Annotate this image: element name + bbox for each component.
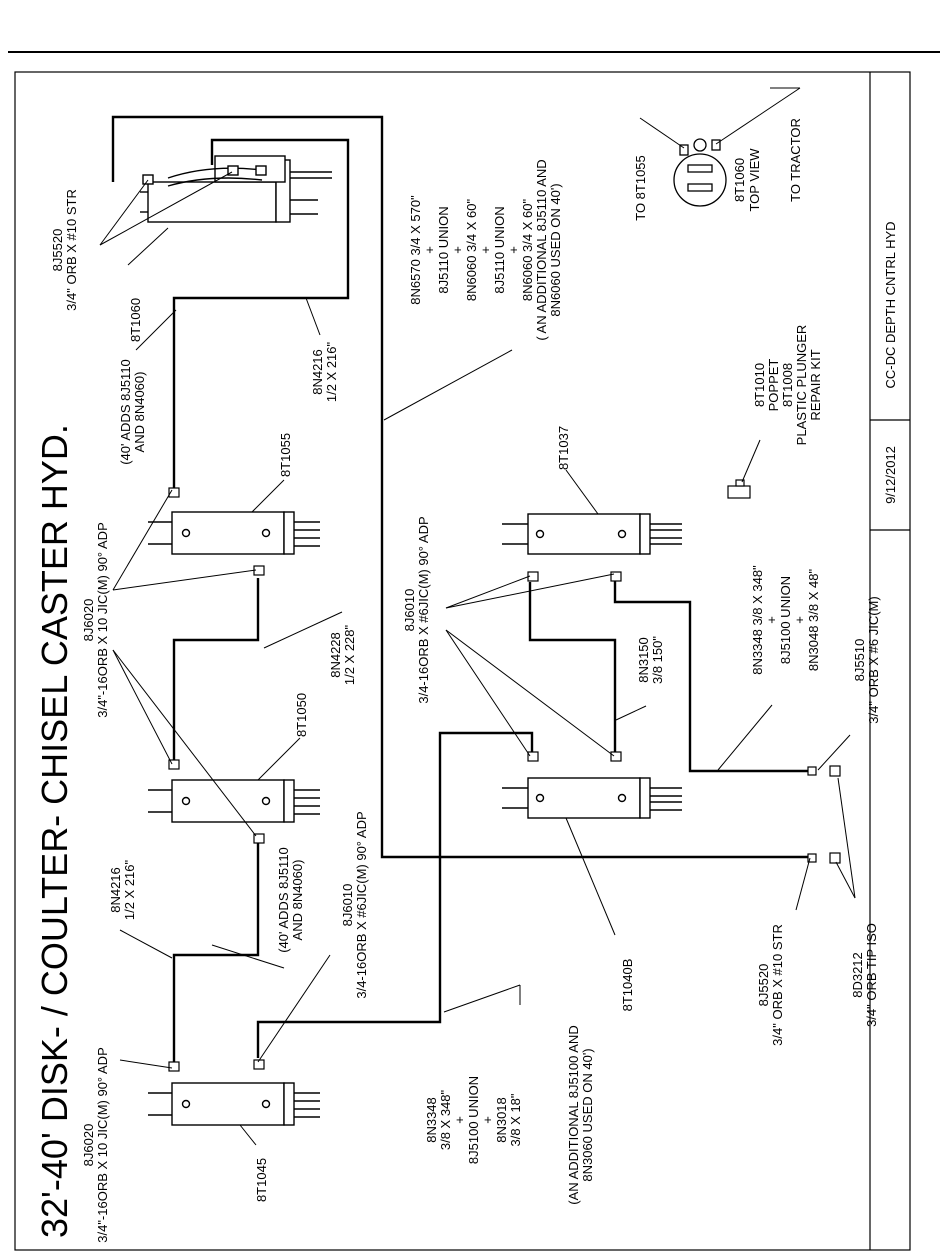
cylinder-8T1037: [502, 513, 682, 555]
label-8J6020-bottom: 8J60203/4"-16ORB X 10 JIC(M) 90° ADP: [81, 1047, 110, 1243]
label-8N4228: 8N42281/2 X 228": [328, 624, 357, 685]
label-8T1055: 8T1055: [278, 433, 293, 477]
hose-8N4216-bottom: [172, 838, 260, 1062]
tip-connector: [807, 853, 817, 863]
label-8N4216-top: 8N42161/2 X 216": [310, 341, 339, 402]
tip-connector: [829, 765, 841, 777]
poppet-part: [735, 479, 745, 487]
hose-8N3348-right: [613, 580, 810, 773]
fitting-elbow: [168, 1061, 180, 1072]
fitting-elbow: [610, 571, 622, 582]
label-8T1045: 8T1045: [254, 1158, 269, 1202]
label-8T1050: 8T1050: [294, 693, 309, 737]
tip-connector: [829, 852, 841, 864]
label-8J6010-right: 8J60103/4-16ORB X #6JIC(M) 90° ADP: [402, 516, 431, 703]
page-title: 32'-40' DISK- / COULTER- CHISEL CASTER H…: [34, 424, 75, 1238]
label-to-8T1055: TO 8T1055: [633, 155, 648, 221]
cylinder-8T1055: [148, 511, 320, 555]
hose-8N3150: [528, 582, 617, 752]
fitting-elbow: [168, 487, 180, 498]
label-8D3212: 8D32123/4" ORB TIP ISO: [850, 923, 879, 1027]
label-8J5520-top: 8J55203/4" ORB X #10 STR: [50, 189, 79, 311]
label-8N4216-bottom: 8N42161/2 X 216": [108, 859, 137, 920]
fitting-elbow: [610, 751, 622, 762]
title-block-name: CC-DC DEPTH CNTRL HYD: [883, 221, 898, 388]
label-8J5510: 8J55103/4" ORB X #6 JIC(M): [852, 596, 881, 723]
tip-connector: [807, 766, 817, 776]
label-8J6020-mid: 8J60203/4"-16ORB X 10 JIC(M) 90° ADP: [81, 522, 110, 718]
label-to-tractor: TO TRACTOR: [788, 118, 803, 202]
label-8J6010-left: 8J60103/4-16ORB X #6JIC(M) 90° ADP: [340, 811, 369, 998]
hose-8N4216-top: [172, 138, 350, 492]
cylinder-8T1060: [140, 155, 332, 223]
label-8T1060: 8T1060: [128, 298, 143, 342]
cylinder-8T1040B: [502, 777, 682, 819]
hose-8N4228: [172, 578, 260, 760]
drawing-border: [14, 71, 911, 1251]
hose-main-return: [111, 115, 810, 859]
label-40-adds-bottom: (40' ADDS 8J5110AND 8N4060): [276, 847, 305, 953]
label-8N3150: 8N31503/8 150": [636, 636, 665, 684]
label-hose-8N3348-bottom: 8N33483/8 X 348"+8J5100 UNION+8N30183/8 …: [424, 1076, 523, 1164]
cylinder-8T1060-top-view: [673, 138, 727, 207]
fitting-elbow: [527, 751, 539, 762]
label-8J5520-bottom: 8J55203/4" ORB X #10 STR: [756, 924, 785, 1046]
title-block-date: 9/12/2012: [883, 446, 898, 504]
cylinder-8T1050: [148, 779, 320, 823]
hose-8N3348-left: [256, 731, 534, 1058]
label-40-adds-top: (40' ADDS 8J5110AND 8N4060): [118, 359, 147, 465]
fitting-elbow: [253, 833, 265, 844]
label-8T1040B: 8T1040B: [620, 959, 635, 1012]
label-8T1060-top-view: 8T1060TOP VIEW: [732, 148, 762, 212]
label-8T1010-poppet: 8T1010POPPET8T1008PLASTIC PLUNGERREPAIR …: [752, 325, 823, 446]
label-hose-8N6570: 8N6570 3/4 X 570"+8J5110 UNION+8N6060 3/…: [408, 159, 563, 340]
cylinder-8T1045: [148, 1082, 320, 1126]
fitting-elbow: [168, 759, 180, 770]
poppet-part: [727, 485, 751, 499]
label-hose-8N3348-right: 8N3348 3/8 X 348"+8J5100 UNION+8N3048 3/…: [750, 565, 821, 675]
label-additional-8J5100: (AN ADDITIONAL 8J5100 AND8N3060 USED ON …: [566, 1025, 595, 1204]
label-8T1037: 8T1037: [556, 426, 571, 470]
